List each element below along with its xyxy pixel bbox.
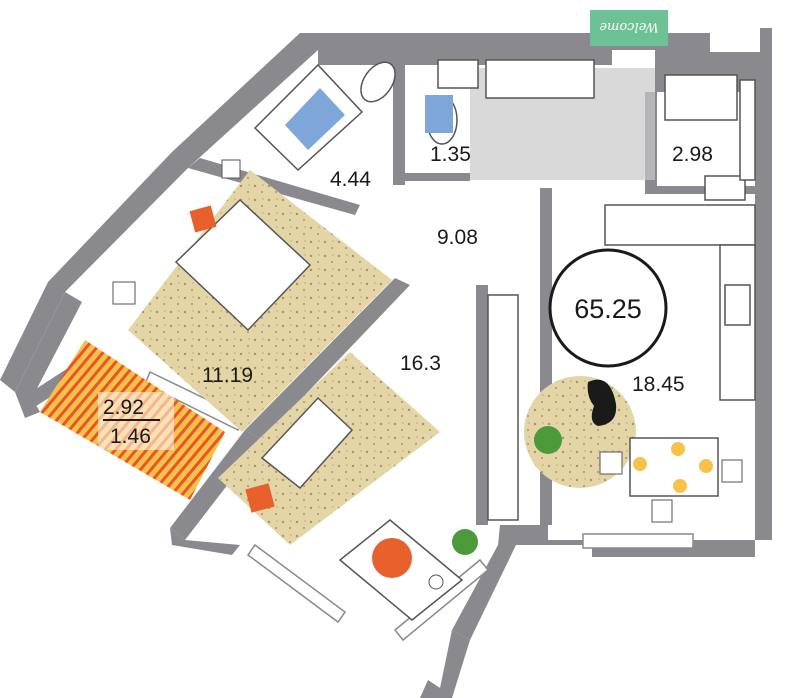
desk: [338, 519, 464, 621]
living-area-label: 16.3: [400, 352, 441, 375]
wc-mat: [425, 95, 453, 133]
kitchen-counter: [604, 204, 756, 401]
living-bed: [245, 396, 354, 513]
welcome-sign: Welcome: [590, 10, 668, 46]
wc-area-label: 1.35: [430, 143, 471, 166]
area-labels: 65.25 4.44 1.35 2.98 9.08 11.19 16.3 18.…: [103, 143, 713, 448]
dining-table: [599, 437, 743, 523]
bedroom-bed: [112, 159, 312, 332]
washer: [437, 59, 746, 201]
total-area-label: 65.25: [574, 294, 642, 324]
shelves: [485, 59, 756, 181]
plants: [452, 426, 562, 555]
hallway-area-label: 9.08: [437, 226, 478, 249]
balcony-area-full-label: 2.92: [103, 396, 144, 419]
windows: [144, 370, 694, 642]
wardrobe-area-label: 2.98: [672, 143, 713, 166]
balcony-area-reduced-label: 1.46: [110, 425, 151, 448]
bathtub: [253, 63, 364, 172]
welcome-text: Welcome: [599, 19, 659, 34]
cat-icon: [587, 379, 617, 426]
total-area-circle: [548, 248, 668, 368]
bathroom-area-label: 4.44: [330, 168, 371, 191]
living-wardrobe: [487, 294, 519, 521]
bedroom-area-label: 11.19: [202, 364, 253, 387]
kitchen-area-label: 18.45: [632, 373, 685, 396]
